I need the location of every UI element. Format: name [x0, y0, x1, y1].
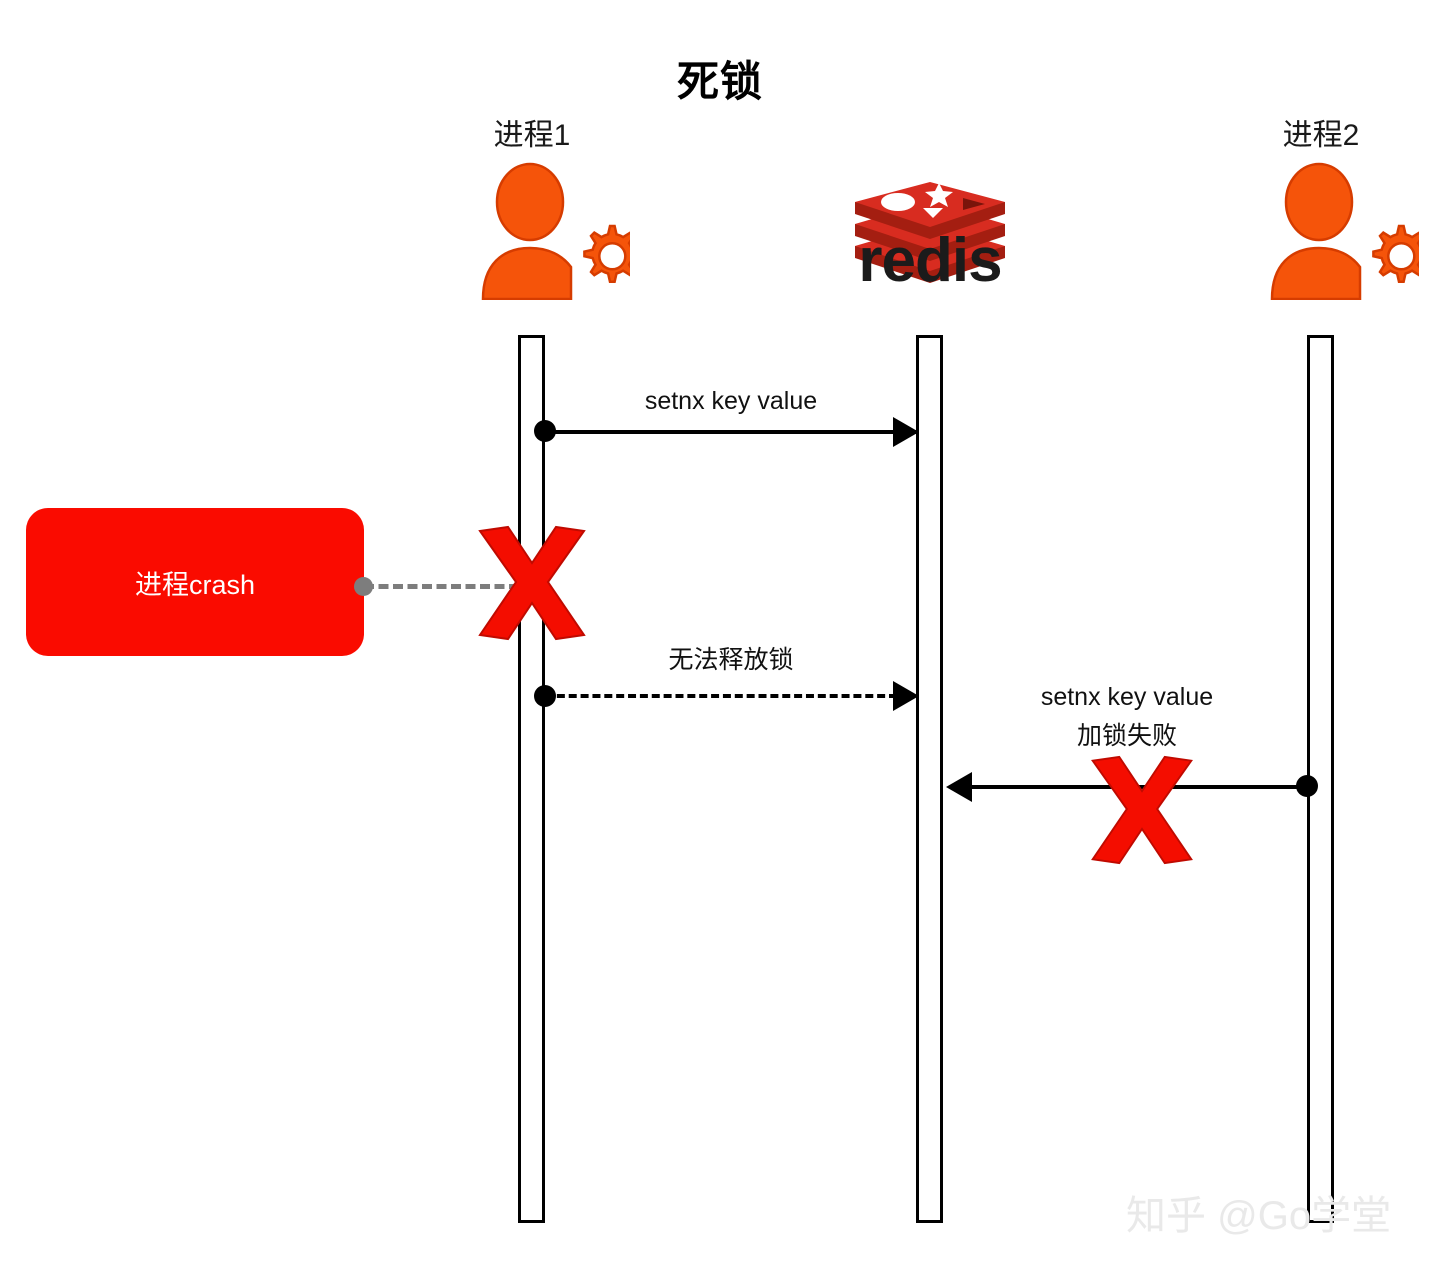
arrow-head-left-m3 [946, 772, 972, 802]
actor-label-redis: redis [858, 226, 1002, 295]
message-label-m1: setnx key value [644, 387, 818, 415]
actor-header-process1: 进程1 [451, 110, 613, 154]
crash-note-label: 进程crash [134, 569, 256, 600]
actor-label-process1: 进程1 [493, 119, 571, 152]
crash-note-connector-dot [354, 577, 373, 596]
message-label-m2: 无法释放锁 [668, 646, 794, 674]
message-line-m1 [545, 430, 917, 434]
message-line-m2 [545, 694, 897, 698]
actor-label-process2: 进程2 [1282, 119, 1360, 152]
crash-note-connector [364, 584, 519, 589]
actor-header-process2: 进程2 [1240, 110, 1402, 154]
x-mark-process1-crash [474, 525, 590, 641]
page-title: 死锁 [676, 58, 763, 105]
message-origin-dot-m1 [534, 420, 556, 442]
arrow-head-right-m1 [893, 417, 919, 447]
user-gear-icon [470, 160, 642, 305]
message-label-m3-line2: 加锁失败 [1076, 722, 1177, 750]
lifeline-process1 [518, 335, 545, 1223]
message-label-m3-line1: setnx key value [1040, 683, 1214, 711]
user-gear-icon [1259, 160, 1431, 305]
x-mark-lock-failed [1087, 755, 1197, 865]
crash-note: 进程crash [26, 508, 364, 656]
watermark: 知乎 @Go学堂 [1126, 1194, 1392, 1238]
lifeline-redis [916, 335, 943, 1223]
message-origin-dot-m3 [1296, 775, 1318, 797]
message-origin-dot-m2 [534, 685, 556, 707]
arrow-head-right-m2 [893, 681, 919, 711]
redis-logo-icon [835, 155, 1025, 320]
